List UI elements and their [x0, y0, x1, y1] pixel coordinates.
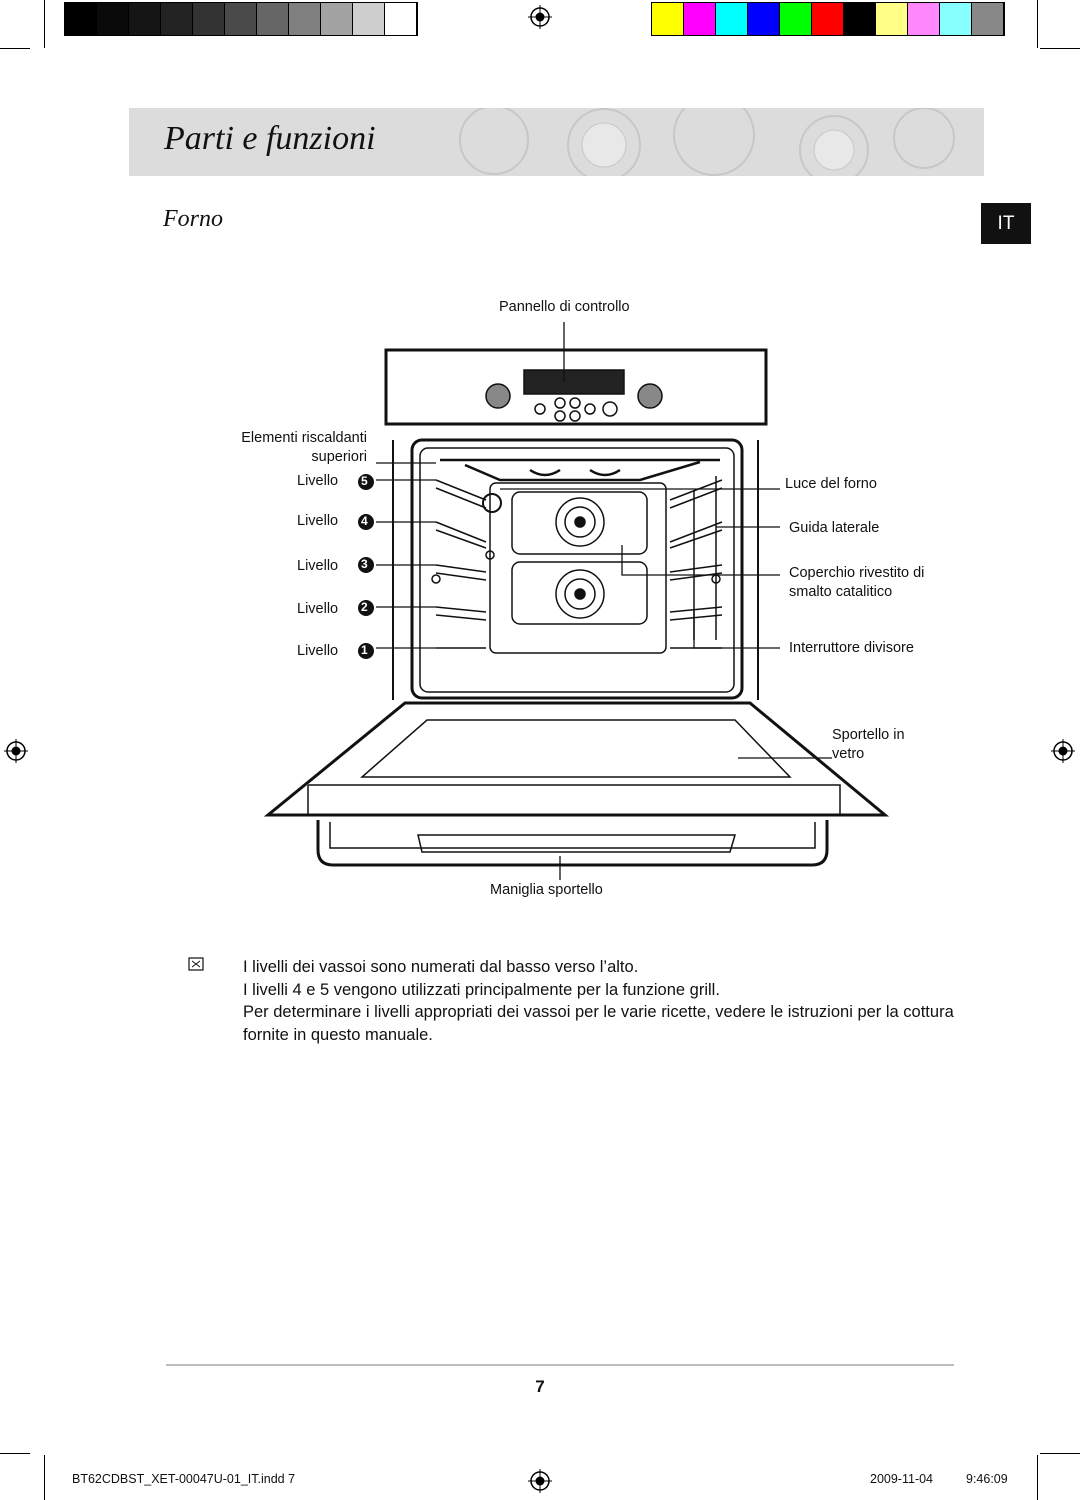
color-swatch: [876, 3, 908, 35]
right-knob: [637, 383, 663, 409]
door-handle-label: Maniglia sportello: [490, 882, 603, 898]
glass-door: [263, 701, 890, 817]
crop-mark: [0, 1453, 30, 1454]
language-badge: IT: [981, 203, 1031, 244]
left-knob: [485, 383, 511, 409]
color-swatch: [129, 3, 161, 35]
level-3-label: Livello: [297, 558, 339, 574]
color-swatch: [161, 3, 193, 35]
control-panel: [384, 348, 768, 426]
registration-mark-icon: [1051, 739, 1075, 763]
registration-mark-icon: [528, 5, 552, 29]
section-title: Forno: [163, 206, 223, 232]
page-title: Parti e funzioni: [164, 120, 376, 157]
color-swatch: [716, 3, 748, 35]
note-icon: [188, 957, 204, 971]
heating-elements-label-line2: superiori: [311, 449, 367, 465]
slug-time: 9:46:09: [966, 1472, 1008, 1486]
color-swatch: [257, 3, 289, 35]
note-line: Per determinare i livelli appropriati de…: [243, 1003, 954, 1044]
color-swatch: [193, 3, 225, 35]
note-line: I livelli 4 e 5 vengono utilizzati princ…: [243, 980, 720, 999]
color-swatch: [812, 3, 844, 35]
level-4-label: Livello: [297, 513, 339, 529]
catalytic-cover-label-line2: smalto catalitico: [789, 584, 893, 600]
page-number: 7: [535, 1377, 545, 1396]
lower-fan-icon: [555, 569, 605, 619]
slug-date: 2009-11-04: [870, 1472, 934, 1486]
note-line: I livelli dei vassoi sono numerati dal b…: [243, 958, 639, 976]
oven-back-wall: [489, 482, 667, 654]
oven-cavity-outer: [410, 438, 744, 700]
color-swatch: [353, 3, 385, 35]
color-swatch: [940, 3, 972, 35]
level-badges: [358, 474, 374, 659]
footer-rule: [166, 1364, 954, 1366]
divider-switch-label: Interruttore divisore: [789, 640, 914, 656]
color-swatch: [289, 3, 321, 35]
color-swatch-strip: [651, 2, 1005, 36]
oven-light-label: Luce del forno: [785, 476, 877, 492]
panel-buttons: [534, 397, 618, 422]
side-guides: [431, 476, 723, 649]
gray-swatch-strip: [64, 2, 418, 36]
door-handle: [316, 820, 829, 867]
crop-mark: [1040, 48, 1080, 49]
oven-cavity-inner: [419, 447, 735, 693]
file-slug: BT62CDBST_XET-00047U-01_IT.indd 7: [72, 1472, 296, 1486]
control-panel-label: Pannello di controllo: [499, 299, 630, 315]
upper-fan-icon: [555, 497, 605, 547]
color-swatch: [385, 3, 417, 35]
lower-chamber: [511, 561, 648, 625]
side-guide-label: Guida laterale: [789, 520, 880, 536]
display: [523, 369, 625, 395]
level-2-label: Livello: [297, 601, 339, 617]
level-4-number: 4: [361, 514, 368, 528]
registration-mark-icon: [4, 739, 28, 763]
color-swatch: [225, 3, 257, 35]
crop-mark: [0, 48, 30, 49]
color-swatch: [748, 3, 780, 35]
crop-mark: [1037, 0, 1038, 48]
level-1-number: 1: [361, 643, 368, 657]
note-text: I livelli dei vassoi sono numerati dal b…: [243, 956, 963, 1046]
color-swatch: [65, 3, 97, 35]
level-3-number: 3: [361, 557, 368, 571]
title-band: Parti e funzioni: [129, 108, 984, 176]
glass-door-label-line1: Sportello in: [832, 727, 905, 743]
upper-chamber: [511, 491, 648, 555]
heating-element: [440, 458, 720, 482]
glass-door-label-line2: vetro: [832, 746, 865, 762]
crop-mark: [44, 1455, 45, 1500]
tomato-decoration-icon: [459, 108, 955, 176]
color-swatch: [97, 3, 129, 35]
oven-light: [482, 493, 502, 513]
heating-elements-label-line1: Elementi riscaldanti: [241, 430, 367, 446]
crop-mark: [1040, 1453, 1080, 1454]
registration-mark-icon: [528, 1469, 552, 1493]
level-5-label: Livello: [297, 473, 339, 489]
color-swatch: [972, 3, 1004, 35]
crop-mark: [1037, 1455, 1038, 1500]
color-swatch: [844, 3, 876, 35]
color-swatch: [780, 3, 812, 35]
color-swatch: [321, 3, 353, 35]
level-2-number: 2: [361, 600, 368, 614]
color-swatch: [908, 3, 940, 35]
color-swatch: [652, 3, 684, 35]
level-1-label: Livello: [297, 643, 339, 659]
color-swatch: [684, 3, 716, 35]
level-5-number: 5: [361, 474, 368, 488]
crop-mark: [44, 0, 45, 48]
oven-frame: [392, 440, 759, 700]
catalytic-cover-label-line1: Coperchio rivestito di: [789, 565, 925, 581]
